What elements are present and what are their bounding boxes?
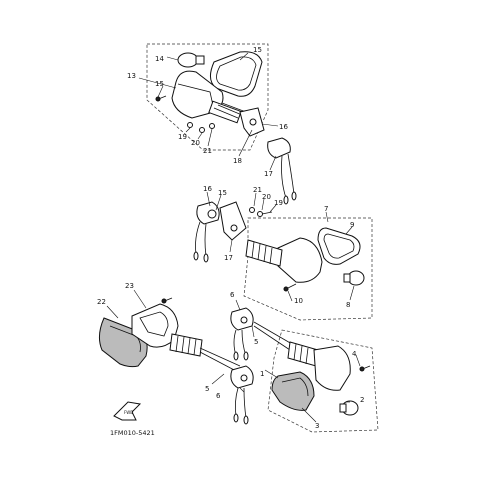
callout-20-mid: 20	[262, 193, 271, 201]
callout-6-bottom: 6	[216, 392, 221, 400]
callout-11: 13	[127, 72, 136, 80]
callout-2: 2	[360, 396, 364, 404]
callout-18: 18	[233, 157, 242, 165]
callout-19-top: 19	[178, 133, 187, 141]
callout-17: 17	[224, 254, 233, 262]
callout-16-mid: 16	[203, 185, 212, 193]
leader-lines	[106, 52, 361, 423]
callout-10: 10	[294, 297, 303, 305]
callout-8: 8	[346, 301, 350, 309]
callout-19-mid: 19	[274, 199, 283, 207]
callout-15-mid: 15	[218, 189, 227, 197]
lens-9	[317, 227, 361, 265]
callout-labels: 15 14 13 15 16 19 20 21 18 17 16 15 21 2…	[97, 46, 364, 430]
callout-21-mid: 21	[253, 186, 262, 194]
turn-signal-assembly-top	[146, 43, 297, 205]
callout-14: 15	[155, 80, 164, 88]
callout-1: 1	[260, 370, 264, 378]
callout-6-mid: 6	[230, 291, 235, 299]
callout-22: 22	[97, 298, 106, 306]
callout-12: 14	[155, 55, 164, 63]
callout-7: 7	[324, 205, 328, 213]
callout-9: 9	[350, 221, 354, 229]
turn-signal-assembly-middle	[193, 201, 373, 321]
svg-text:FWD: FWD	[124, 410, 133, 415]
housing-1	[313, 345, 351, 391]
diagram-code: 1FM010-5421	[110, 429, 155, 437]
callout-5-mid: 5	[254, 338, 258, 346]
callout-21-top: 21	[203, 147, 212, 155]
turn-signal-assembly-left	[98, 297, 254, 425]
callout-4: 4	[352, 350, 357, 358]
callout-16-top: 17	[264, 170, 273, 178]
callout-23: 23	[125, 282, 134, 290]
callout-20-top: 20	[191, 139, 200, 147]
connector-16	[267, 137, 291, 159]
callout-3: 3	[315, 422, 319, 430]
turn-signal-assembly-bottom-right	[230, 307, 379, 433]
front-direction-arrow-icon: FWD	[113, 401, 142, 421]
bulb-12	[177, 52, 199, 68]
callout-5-bottom: 5	[205, 385, 209, 393]
callout-15-top: 16	[279, 123, 288, 131]
housing-7	[277, 237, 323, 283]
bracket-17	[219, 201, 247, 241]
callout-13: 15	[253, 46, 262, 54]
